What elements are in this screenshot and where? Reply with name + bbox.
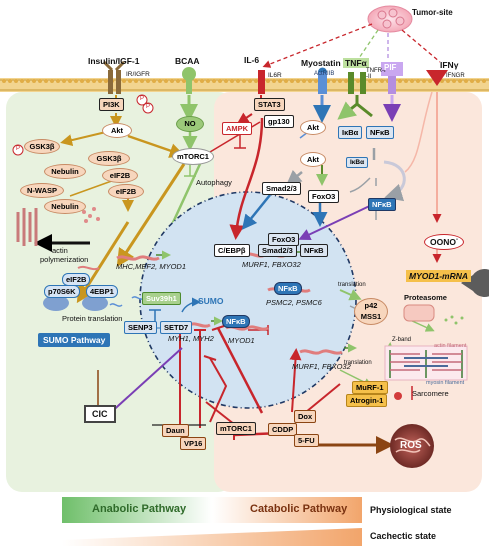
- foxo3-box: FoxO3: [308, 190, 340, 203]
- suv39h1-box: Suv39h1: [142, 292, 181, 305]
- actin-label: actin: [52, 246, 68, 255]
- sarcomere-label: Sarcomere: [412, 389, 449, 398]
- insulin-label: Insulin/IGF-1: [88, 56, 140, 66]
- ros-label: ROS: [400, 440, 422, 451]
- eif2b-node: eIF2B: [102, 168, 138, 183]
- tnfr-label: TNFR-I-II: [366, 68, 386, 80]
- nfkb-box-3: NFκB: [222, 315, 250, 328]
- nwasp-node: N-WASP: [20, 183, 64, 198]
- foxo3-nuclear-box: FoxO3: [268, 233, 300, 246]
- mtorc1-node: mTORC1: [172, 148, 214, 165]
- oono-node: OONO-: [424, 234, 464, 250]
- pif-label: PIF: [384, 63, 397, 72]
- akt-node: Akt: [102, 123, 132, 138]
- ir-igfr-label: IR/IGFR: [126, 71, 150, 78]
- il6-label: IL-6: [244, 55, 260, 65]
- sumo-pathway-label: SUMO Pathway: [38, 333, 111, 347]
- atrogin1-box: Atrogin-1: [346, 394, 388, 407]
- actriib-label: ActRIIB: [314, 71, 335, 77]
- p-phospho-2: P: [146, 104, 151, 110]
- pi3k-box: PI3K: [99, 98, 124, 111]
- murf-fbxo-label-2: MURF1, FBXO32: [292, 362, 351, 371]
- 4ebp1-box: 4EBP1: [86, 285, 118, 298]
- cebpb-box: C/EBPβ: [214, 244, 250, 257]
- myosin-filament-label: myosin filament: [426, 380, 465, 386]
- myod1-mrna-label: MYOD1-mRNA: [406, 270, 472, 282]
- nfkb-nuclear-box: NFκB: [300, 244, 328, 257]
- setd7-box: SETD7: [160, 321, 193, 334]
- tnfa-label: TNFα: [343, 58, 369, 68]
- dox-box: Dox: [294, 410, 317, 423]
- stat3-box: STAT3: [254, 98, 285, 111]
- translation-label-2: translation: [344, 360, 372, 366]
- polymerization-label: polymerization: [40, 255, 89, 264]
- smad23-box: Smad2/3: [262, 182, 301, 195]
- nfkb-box-2: NFκB: [274, 282, 302, 295]
- catabolic-pathway-label: Catabolic Pathway: [250, 503, 348, 515]
- bcaa-label: BCAA: [175, 56, 200, 66]
- myostatin-label: Myostatin: [301, 58, 341, 68]
- nebulin-node-2: Nebulin: [44, 199, 86, 214]
- p70s6k-box: p70S6K: [44, 285, 80, 298]
- senp3-box: SENP3: [124, 321, 157, 334]
- autophagy-label: Autophagy: [196, 178, 232, 187]
- akt-node-right: Akt: [300, 120, 326, 135]
- cddp-box: CDDP: [268, 423, 298, 436]
- murf1-box: MuRF-1: [352, 381, 388, 394]
- sumo-label: SUMO: [198, 296, 224, 306]
- cic-box: CIC: [84, 405, 116, 423]
- cachectic-state-label: Cachectic state: [370, 531, 437, 541]
- zband-label: Z-band: [392, 337, 412, 343]
- protein-translation-label: Protein translation: [62, 314, 123, 323]
- actin-filament-label: actin filament: [434, 343, 467, 349]
- no-node: NO: [176, 116, 204, 132]
- ikba-box: IκBα: [338, 126, 363, 139]
- myod1-label: MYOD1: [228, 336, 255, 345]
- myh-label: MYH1, MYH2: [168, 334, 214, 343]
- gp130-box: gp130: [264, 115, 294, 128]
- psmc-label: PSMC2, PSMC6: [266, 298, 322, 307]
- gsk3b-node: GSK3β: [88, 151, 130, 166]
- ifng-label: IFNγ: [440, 60, 459, 70]
- nebulin-node: Nebulin: [44, 164, 86, 179]
- ikba-box-2: IκBα: [346, 157, 369, 168]
- ampk-box: AMPK: [222, 122, 253, 135]
- nfkb-catabolic-box-2: NFκB: [368, 198, 396, 211]
- il6r-label: IL6R: [268, 72, 282, 79]
- gsk3b-phospho-node: GSK3β: [24, 139, 60, 154]
- mhc-mef2-label: MHC,MEF2, MYOD1: [116, 262, 187, 271]
- nfkb-catabolic-box: NFκB: [366, 126, 394, 139]
- p-phospho-3: P: [16, 146, 21, 152]
- physiological-state-label: Physiological state: [370, 505, 452, 515]
- proteasome-label: Proteasome: [404, 293, 447, 302]
- daun-box: Daun: [162, 424, 189, 437]
- mtorc1-box-bottom: mTORC1: [216, 422, 256, 435]
- ifngr-label: IFNGR: [446, 73, 465, 79]
- p-phospho-1: P: [140, 96, 145, 102]
- vp16-box: VP16: [180, 437, 207, 450]
- 5fu-box: 5-FU: [294, 434, 319, 447]
- murf-fbxo-label: MURF1, FBXO32: [242, 260, 301, 269]
- translation-label: translation: [338, 282, 366, 288]
- tumor-site-label: Tumor-site: [412, 8, 453, 17]
- anabolic-pathway-label: Anabolic Pathway: [92, 503, 187, 515]
- akt-node-right-2: Akt: [300, 152, 326, 167]
- eif2b-node-2: eIF2B: [108, 184, 144, 199]
